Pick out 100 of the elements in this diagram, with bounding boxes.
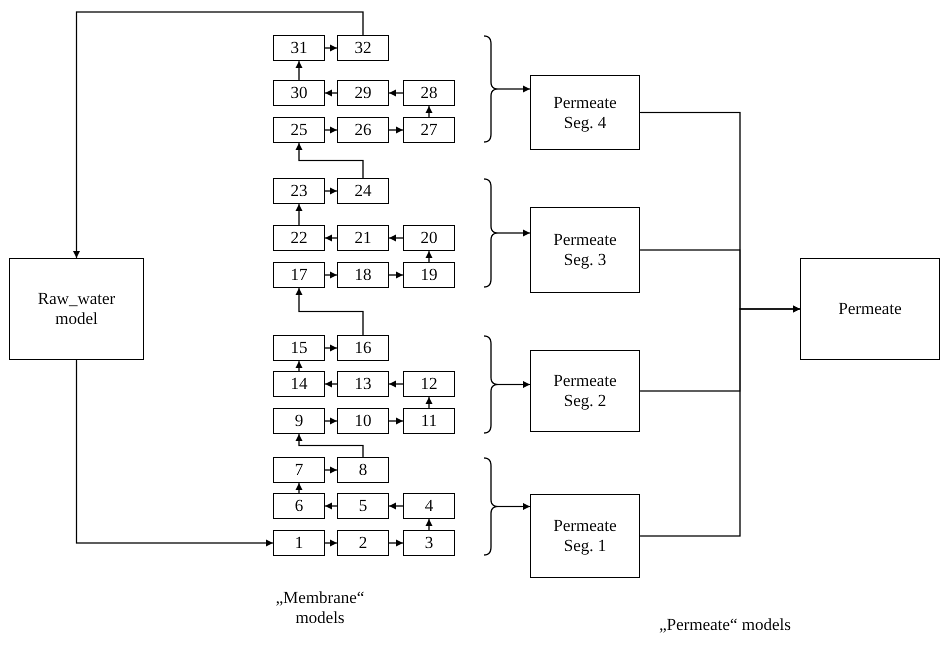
arrow <box>389 272 403 278</box>
arrow <box>389 234 403 242</box>
arrow <box>389 540 403 546</box>
arrow <box>296 361 302 371</box>
membrane-model-box <box>273 35 325 61</box>
membrane-model-box <box>273 225 325 251</box>
arrow <box>325 466 337 474</box>
arrow <box>296 434 364 457</box>
box-label: 6 <box>294 496 304 516</box>
box-label: 11 <box>420 411 438 431</box>
box-label: Permeate Seg. 2 <box>552 371 618 411</box>
membrane-model-box <box>337 117 389 143</box>
membrane-model-box <box>273 80 325 106</box>
arrow <box>296 288 364 335</box>
membrane-model-box <box>403 225 455 251</box>
membrane-model-box <box>403 530 455 556</box>
membrane-model-box <box>337 493 389 519</box>
box-label: 28 <box>420 83 438 103</box>
arrow <box>325 344 337 352</box>
box-label: Permeate <box>838 299 902 319</box>
box-label: 13 <box>354 374 372 394</box>
arrow <box>389 380 403 388</box>
box-label: 2 <box>358 533 368 553</box>
box-label: Permeate Seg. 1 <box>552 516 618 556</box>
membrane-model-box <box>273 262 325 288</box>
arrow <box>389 418 403 424</box>
curly-bracket <box>483 335 498 434</box>
membrane-model-box <box>337 35 389 61</box>
membrane-model-box <box>337 262 389 288</box>
model-box <box>530 494 640 578</box>
membrane-model-box <box>403 408 455 434</box>
box-label: 12 <box>420 374 438 394</box>
arrow <box>426 397 432 408</box>
membrane-model-box <box>337 225 389 251</box>
arrow <box>296 143 364 178</box>
box-label: 1 <box>294 533 304 553</box>
arrow <box>640 306 800 537</box>
box-label: 10 <box>354 411 372 431</box>
arrow <box>498 86 530 92</box>
membrane-model-box <box>337 457 389 483</box>
box-label: 5 <box>358 496 368 516</box>
caption-text: „Permeate“ models <box>658 615 792 636</box>
membrane-model-box <box>273 371 325 397</box>
arrow <box>389 502 403 510</box>
box-label: 27 <box>420 120 438 140</box>
box-label: 8 <box>358 460 368 480</box>
curly-bracket <box>483 35 498 143</box>
membrane-model-box <box>337 335 389 361</box>
box-label: Permeate Seg. 3 <box>552 230 618 270</box>
membrane-model-box <box>273 530 325 556</box>
arrow <box>296 483 302 493</box>
box-label: Raw_water model <box>36 289 116 329</box>
box-label: 20 <box>420 228 438 248</box>
membrane-model-box <box>403 262 455 288</box>
box-label: 7 <box>294 460 304 480</box>
arrow <box>498 381 530 388</box>
curly-bracket <box>483 178 498 288</box>
box-label: 3 <box>424 533 434 553</box>
model-box <box>9 258 144 360</box>
box-label: 17 <box>290 265 308 285</box>
membrane-model-box <box>273 493 325 519</box>
arrow <box>325 380 337 388</box>
membrane-model-box <box>337 371 389 397</box>
arrow <box>325 540 337 546</box>
membrane-model-box <box>337 80 389 106</box>
membrane-model-box <box>337 408 389 434</box>
box-label: 32 <box>354 38 372 58</box>
box-label: 25 <box>290 120 308 140</box>
arrow <box>325 272 337 278</box>
arrow <box>498 503 530 510</box>
box-label: 19 <box>420 265 438 285</box>
box-label: 4 <box>424 496 434 516</box>
arrow <box>325 418 337 424</box>
arrow <box>325 234 337 242</box>
box-label: 31 <box>290 38 308 58</box>
box-label: 15 <box>290 338 308 358</box>
membrane-model-box <box>273 335 325 361</box>
box-label: 30 <box>290 83 308 103</box>
box-label: 14 <box>290 374 308 394</box>
model-box <box>530 350 640 432</box>
arrow <box>76 360 273 546</box>
box-label: 16 <box>354 338 372 358</box>
model-box <box>530 75 640 150</box>
arrow <box>325 188 337 194</box>
arrow <box>426 106 432 117</box>
membrane-model-box <box>273 457 325 483</box>
membrane-model-box <box>403 493 455 519</box>
arrow <box>325 44 337 52</box>
membrane-model-box <box>337 530 389 556</box>
box-label: 29 <box>354 83 372 103</box>
arrow <box>73 11 364 258</box>
arrow <box>296 61 302 80</box>
membrane-model-box <box>273 408 325 434</box>
box-label: 21 <box>354 228 372 248</box>
arrow <box>325 502 337 510</box>
membrane-model-box <box>403 117 455 143</box>
arrow <box>389 90 403 96</box>
box-label: 26 <box>354 120 372 140</box>
arrow <box>498 230 530 236</box>
box-label: 18 <box>354 265 372 285</box>
